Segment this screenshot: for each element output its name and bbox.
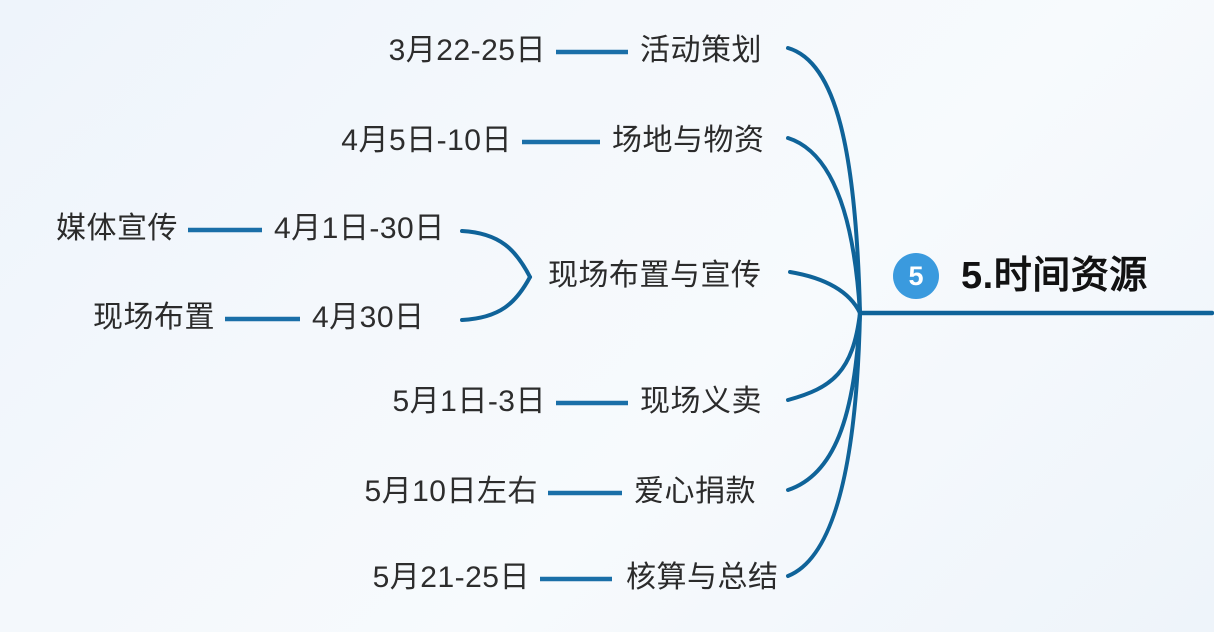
branch-topic-3: 现场布置与宣传 bbox=[548, 259, 762, 292]
sub-branch-date-2: 4月30日 bbox=[312, 301, 425, 334]
sub-branch-curve-1 bbox=[460, 229, 532, 279]
sub-branch-topic-1: 媒体宣传 bbox=[56, 212, 178, 245]
branch-curve-1 bbox=[786, 46, 862, 315]
sub-branch-date-1: 4月1日-30日 bbox=[274, 212, 445, 245]
sub-branch-curve-2 bbox=[460, 275, 532, 322]
center-badge: 5 bbox=[893, 253, 939, 299]
branch-topic-2: 场地与物资 bbox=[612, 124, 765, 157]
branch-date-1: 3月22-25日 bbox=[388, 34, 546, 67]
branch-curve-2 bbox=[786, 136, 862, 315]
sub-branch-topic-2: 现场布置 bbox=[93, 301, 215, 334]
branch-date-5: 5月10日左右 bbox=[364, 475, 538, 508]
branch-topic-5: 爱心捐款 bbox=[634, 475, 756, 508]
center-title: 5.时间资源 bbox=[961, 255, 1148, 297]
branch-topic-4: 现场义卖 bbox=[640, 385, 762, 418]
center-node: 5 5.时间资源 bbox=[893, 253, 1148, 299]
branch-curve-6 bbox=[786, 311, 862, 578]
branch-curve-3 bbox=[788, 270, 862, 315]
branch-curve-5 bbox=[786, 311, 862, 492]
branch-date-4: 5月1日-3日 bbox=[392, 385, 546, 418]
branch-topic-1: 活动策划 bbox=[640, 34, 762, 67]
branch-date-2: 4月5日-10日 bbox=[341, 124, 512, 157]
branch-curve-4 bbox=[786, 311, 862, 402]
branch-date-6: 5月21-25日 bbox=[372, 561, 530, 594]
branch-topic-6: 核算与总结 bbox=[626, 561, 779, 594]
